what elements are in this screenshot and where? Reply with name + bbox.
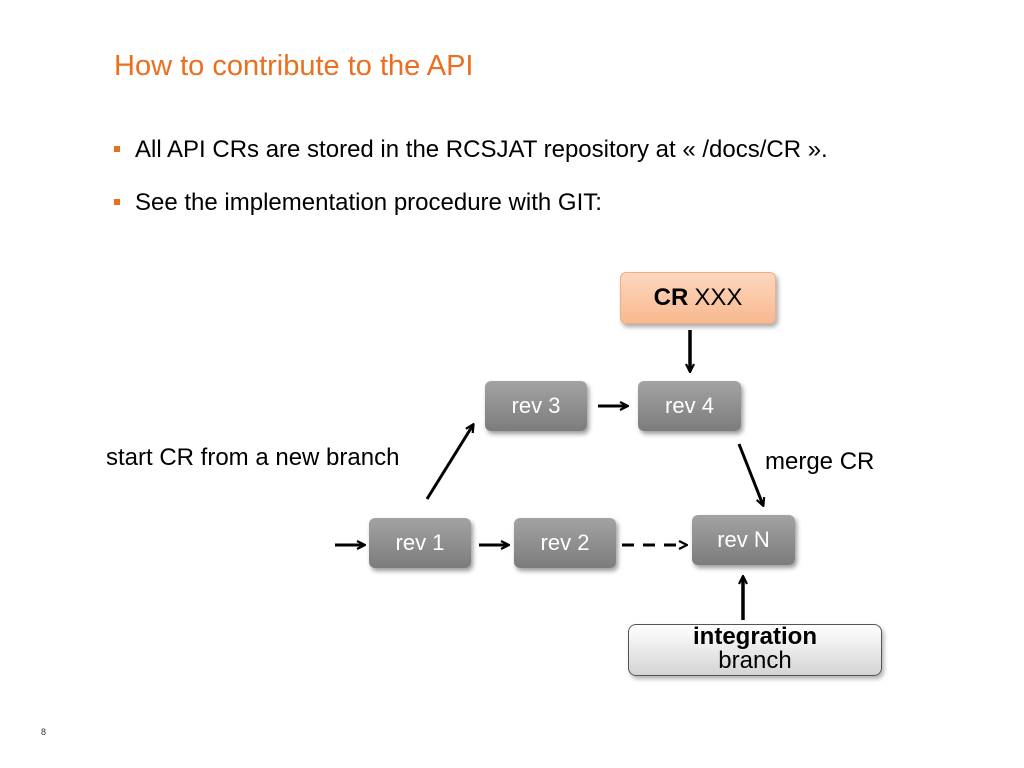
label-start-cr: start CR from a new branch	[106, 444, 400, 471]
bullet-square-icon	[114, 199, 120, 205]
cr-box: CR XXX	[620, 272, 776, 324]
page-number: 8	[41, 727, 47, 737]
bullet-list: All API CRs are stored in the RCSJAT rep…	[113, 133, 993, 239]
integration-branch-box: integration branch	[628, 624, 882, 676]
bullet-text: See the implementation procedure with GI…	[135, 189, 602, 216]
node-rev2: rev 2	[514, 518, 616, 568]
integration-text: branch	[718, 647, 792, 674]
bullet-text: All API CRs are stored in the RCSJAT rep…	[135, 136, 828, 163]
arrow-rev4-to-revN	[737, 443, 763, 505]
label-merge-cr: merge CR	[765, 448, 875, 475]
integration-bold: integration	[693, 623, 817, 650]
cr-box-bold: CR	[653, 284, 689, 311]
arrow-rev1-to-rev3	[425, 425, 473, 500]
bullet-item: See the implementation procedure with GI…	[113, 186, 993, 219]
cr-box-text: XXX	[694, 284, 743, 311]
node-rev3: rev 3	[485, 381, 587, 431]
node-rev1: rev 1	[369, 518, 471, 568]
slide-title: How to contribute to the API	[114, 50, 474, 82]
node-rev4: rev 4	[638, 381, 741, 431]
bullet-square-icon	[114, 146, 120, 152]
bullet-item: All API CRs are stored in the RCSJAT rep…	[113, 133, 993, 166]
node-revN: rev N	[692, 515, 795, 565]
